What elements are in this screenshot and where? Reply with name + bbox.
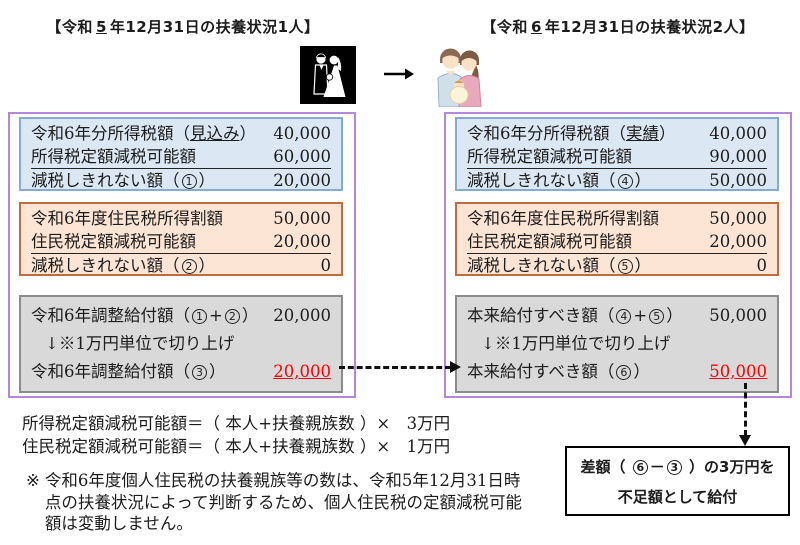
- circled-5: 5: [617, 259, 633, 274]
- row-income-tax-amount: 令和6年分所得税額（実績） 40,000: [467, 124, 767, 143]
- row-proper-final: 本来給付すべき額（6） 50,000: [467, 358, 767, 386]
- right-arrow-icon: [383, 66, 415, 86]
- row-resident-tax-amount: 令和6年度住民税所得割額 50,000: [467, 209, 767, 228]
- footnote-line1: 令和6年度個人住民税の扶養親族等の数は、令和5年12月31日時: [44, 471, 521, 490]
- row-remainder-4: 減税しきれない額（4） 50,000: [467, 171, 767, 190]
- left-adjustment-payment-box: 令和6年調整給付額（1+2） 20,000 ↓※1万円単位で切り上げ 令和6年調…: [19, 295, 343, 393]
- row-rounding-note: ↓※1万円単位で切り上げ: [45, 334, 235, 353]
- panel-reiwa5: 令和6年分所得税額（見込み） 40,000 所得税定額減税可能額 60,000 …: [8, 112, 356, 398]
- row-remainder-2: 減税しきれない額（2） 0: [31, 256, 331, 275]
- header-left-pre: 【令和: [46, 18, 93, 36]
- circled-3: 3: [666, 459, 682, 475]
- dashed-down-arrow-line: [744, 383, 747, 436]
- shortfall-payment-box: 差額（ 6－3 ）の3万円を 不足額として給付: [565, 446, 790, 516]
- circled-5: 5: [649, 309, 665, 324]
- shortfall-line2: 不足額として給付: [617, 487, 738, 506]
- left-resident-tax-box: 令和6年度住民税所得割額 50,000 住民税定額減税可能額 20,000 減税…: [19, 202, 343, 276]
- row-income-deduction-possible: 所得税定額減税可能額 60,000: [31, 145, 331, 169]
- row-proper-sum: 本来給付すべき額（4+5） 50,000: [467, 306, 767, 325]
- panel-reiwa6: 令和6年分所得税額（実績） 40,000 所得税定額減税可能額 90,000 減…: [444, 112, 792, 398]
- circled-1: 1: [192, 309, 207, 324]
- circled-3: 3: [192, 365, 207, 380]
- right-income-tax-box: 令和6年分所得税額（実績） 40,000 所得税定額減税可能額 90,000 減…: [455, 117, 779, 191]
- header-right-post: 年12月31日の扶養状況2人】: [544, 18, 755, 36]
- header-right-year: 6: [530, 18, 542, 36]
- income-tax-formula: 所得税定額減税可能額＝（ 本人+扶養親族数 ）× 3万円: [22, 414, 451, 433]
- highlighted-amount: 50,000: [709, 362, 767, 381]
- row-label: 令和6年分所得税額（見込み）: [31, 124, 256, 143]
- footnote: ※ 令和6年度個人住民税の扶養親族等の数は、令和5年12月31日時 点の扶養状況…: [26, 470, 522, 535]
- right-proper-payment-box: 本来給付すべき額（4+5） 50,000 ↓※1万円単位で切り上げ 本来給付すべ…: [455, 295, 779, 393]
- row-income-tax-amount: 令和6年分所得税額（見込み） 40,000: [31, 122, 331, 145]
- header-left-year: 5: [95, 18, 107, 36]
- dashed-right-arrow-head: [450, 361, 461, 373]
- dashed-right-arrow-line: [339, 366, 451, 369]
- row-adjustment-final: 令和6年調整給付額（3） 20,000: [31, 358, 331, 386]
- circled-6: 6: [632, 459, 648, 475]
- dashed-down-arrow-head: [739, 435, 751, 446]
- row-rounding-note: ↓※1万円単位で切り上げ: [481, 334, 671, 353]
- circled-2: 2: [224, 309, 240, 324]
- left-income-tax-box: 令和6年分所得税額（見込み） 40,000 所得税定額減税可能額 60,000 …: [19, 117, 343, 191]
- header-left-post: 年12月31日の扶養状況1人】: [109, 18, 320, 36]
- wedding-couple-icon: [300, 46, 356, 108]
- row-resident-tax-amount: 令和6年度住民税所得割額 50,000: [31, 209, 331, 228]
- right-resident-tax-box: 令和6年度住民税所得割額 50,000 住民税定額減税可能額 20,000 減税…: [455, 202, 779, 276]
- footnote-marker: ※: [26, 471, 40, 490]
- shortfall-line1: 差額（ 6－3 ）の3万円を: [580, 457, 775, 476]
- header-right-pre: 【令和: [481, 18, 528, 36]
- resident-tax-formula: 住民税定額減税可能額＝（ 本人+扶養親族数 ）× 1万円: [22, 437, 451, 456]
- family-with-baby-icon: [432, 45, 486, 111]
- row-resident-deduction-possible: 住民税定額減税可能額 20,000: [31, 230, 331, 254]
- deduction-formulas: 所得税定額減税可能額＝（ 本人+扶養親族数 ）× 3万円 住民税定額減税可能額＝…: [22, 412, 450, 458]
- row-remainder-5: 減税しきれない額（5） 0: [467, 256, 767, 275]
- row-resident-deduction-possible: 住民税定額減税可能額 20,000: [467, 230, 767, 254]
- circled-4: 4: [616, 309, 632, 324]
- footnote-line3: 額は変動しません。: [44, 514, 193, 533]
- highlighted-amount: 20,000: [273, 362, 331, 381]
- row-income-deduction-possible: 所得税定額減税可能額 90,000: [467, 145, 767, 169]
- circled-1: 1: [181, 174, 197, 189]
- circled-4: 4: [617, 174, 633, 189]
- circled-6: 6: [616, 365, 632, 380]
- footnote-line2: 点の扶養状況によって判断するため、個人住民税の定額減税可能: [44, 492, 523, 512]
- row-remainder-1: 減税しきれない額（1） 20,000: [31, 171, 331, 190]
- row-value: 40,000: [273, 124, 331, 143]
- circled-2: 2: [181, 259, 197, 274]
- row-adjustment-sum: 令和6年調整給付額（1+2） 20,000: [31, 306, 331, 325]
